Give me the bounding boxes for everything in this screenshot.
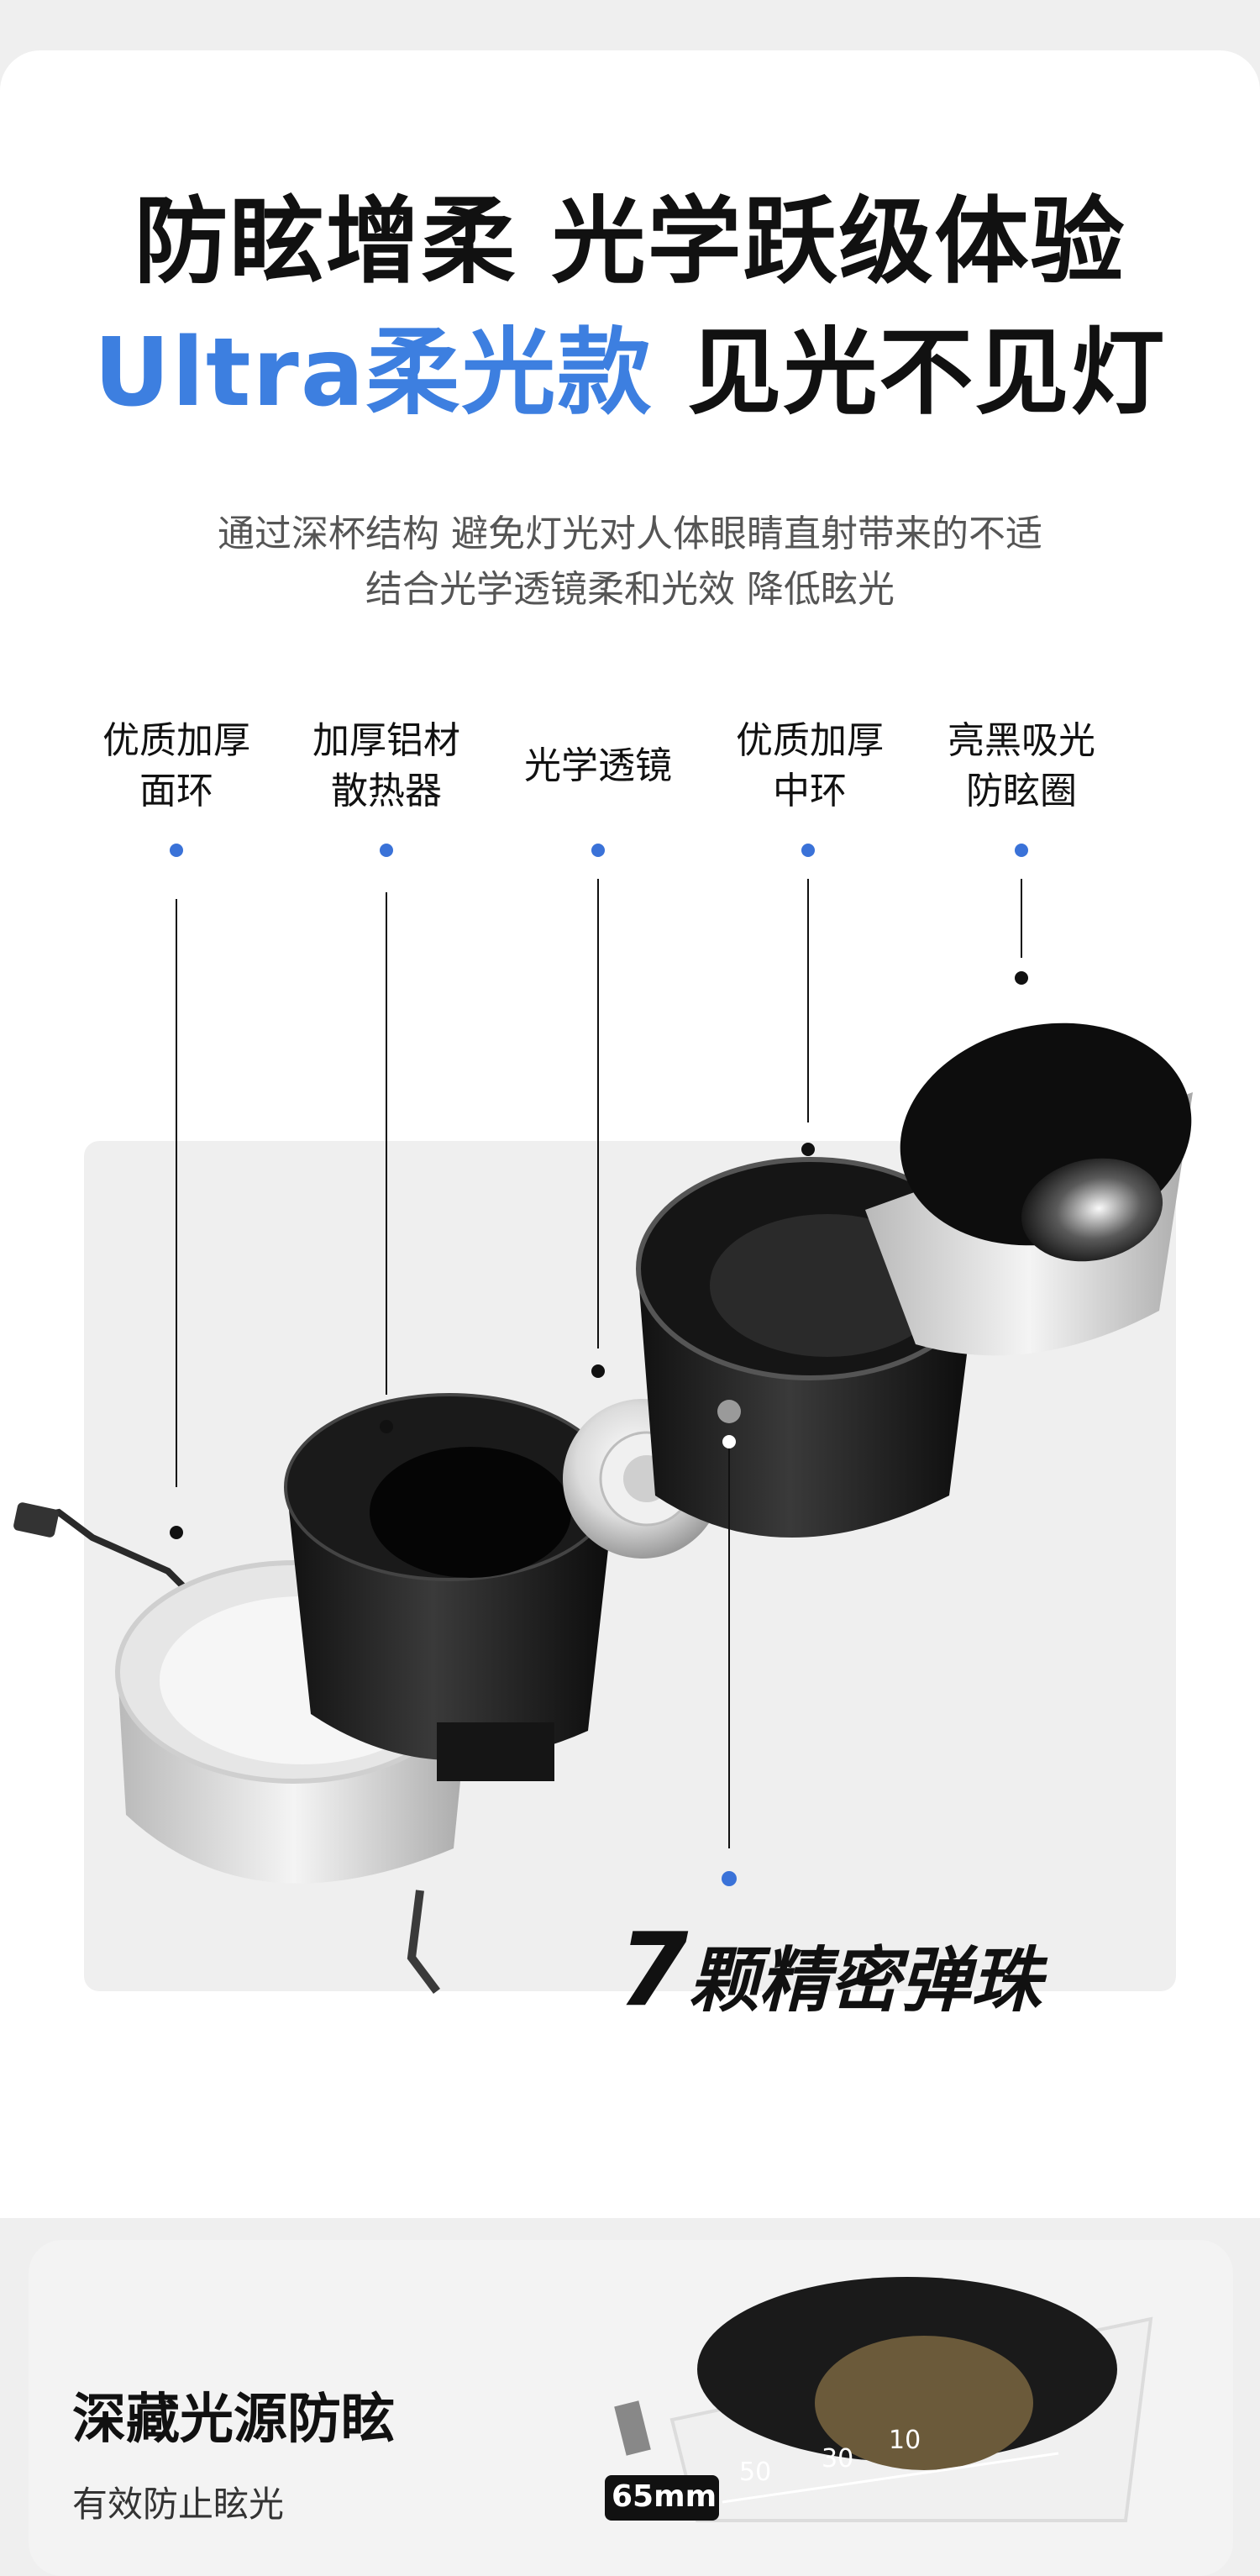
exploded-product-illustration [13,879,1193,1994]
headline-line1: 防眩增柔 光学跃级体验 [134,187,1126,297]
callout-dot [591,844,605,857]
part-label-line: 中环 [773,770,847,812]
callout-dot [801,844,815,857]
part-label-heatsink: 加厚铝材 散热器 [286,716,487,817]
part-label-lens: 光学透镜 [497,741,699,791]
callout-dot [801,1143,815,1156]
measure-badge [605,2475,719,2521]
anti-glare-ring [865,1023,1193,1356]
subtext-line2: 结合光学透镜柔和光效 降低眩光 [365,568,895,611]
heatsink [284,1393,615,1781]
callout-dot [170,844,183,857]
section-title: 深藏光源防眩 [72,2389,395,2451]
part-label-line: 散热器 [331,770,442,812]
part-label-face-ring: 优质加厚 面环 [76,716,277,817]
spring-clip [614,2400,651,2456]
callout-dot [380,844,393,857]
part-label-line: 优质加厚 [102,719,250,762]
callout-dot [591,1364,605,1378]
lamp-reflector [815,2336,1033,2470]
part-label-line: 优质加厚 [736,719,884,762]
connector [13,1502,59,1538]
callout-dot [170,1526,183,1539]
scale-label: 10 [889,2426,921,2455]
part-label-line: 光学透镜 [524,744,672,787]
callout-dot [722,1435,736,1448]
measure-scale [722,2452,1059,2504]
feature-label: 7颗精密弹珠 [618,1921,1042,2021]
callout-dot [1015,971,1028,985]
part-label-line: 防眩圈 [966,770,1077,812]
part-label-anti-glare-ring: 亮黑吸光 防眩圈 [921,716,1122,817]
scale-label: 50 [739,2458,772,2487]
part-label-line: 亮黑吸光 [948,719,1095,762]
callout-dot [1015,844,1028,857]
headline-accent: Ultra柔光款 [93,318,654,428]
callout-dot [722,1871,737,1886]
part-label-line: 加厚铝材 [312,719,460,762]
scale-label: 30 [822,2444,854,2473]
spring-clip [407,1890,440,1994]
headline-line2: Ultra柔光款 见光不见灯 [0,326,1260,420]
subtext-line1: 通过深杯结构 避免灯光对人体眼睛直射带来的不适 [218,513,1042,555]
measure-label: 65mm [612,2479,717,2514]
part-label-middle-ring: 优质加厚 中环 [709,716,911,817]
feature-number: 7 [618,1912,689,2029]
headline-rest: 见光不见灯 [653,318,1167,428]
callout-dot [380,1420,393,1433]
feature-text: 颗精密弹珠 [688,1939,1042,2021]
section-illustration [605,2277,1153,2522]
part-label-line: 面环 [139,770,213,812]
section-subtitle: 有效防止眩光 [72,2484,285,2525]
